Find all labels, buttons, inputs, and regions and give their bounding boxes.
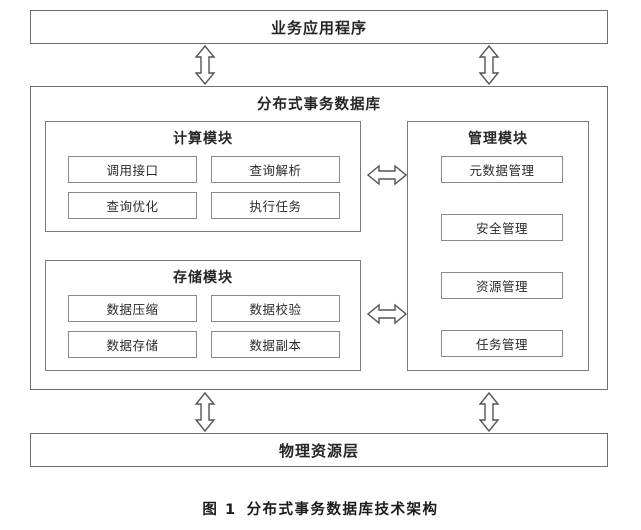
layer-business-application-label: 业务应用程序 <box>270 18 367 37</box>
connector-storage-to-management <box>367 302 407 326</box>
cell-storage-data-compression[interactable]: 数据压缩 <box>68 295 197 322</box>
cell-storage-data-verification[interactable]: 数据校验 <box>211 295 340 322</box>
cell-management-task[interactable]: 任务管理 <box>441 330 563 357</box>
connector-compute-to-management <box>367 163 407 187</box>
cell-compute-query-optimize-label: 查询优化 <box>106 199 159 214</box>
distributed-transaction-database-container: 分布式事务数据库 计算模块 调用接口 查询解析 查询优化 执行任务 存储模块 数… <box>30 86 608 390</box>
layer-physical-resource: 物理资源层 <box>30 433 608 467</box>
distributed-transaction-database-title: 分布式事务数据库 <box>257 97 381 113</box>
cell-storage-data-storage-label: 数据存储 <box>106 338 159 353</box>
module-storage-title: 存储模块 <box>173 270 233 286</box>
cell-compute-call-interface-label: 调用接口 <box>106 163 159 178</box>
layer-business-application: 业务应用程序 <box>30 10 608 44</box>
connector-app-to-db-right <box>477 45 501 85</box>
cell-compute-query-optimize[interactable]: 查询优化 <box>68 192 197 219</box>
cell-compute-query-parse[interactable]: 查询解析 <box>211 156 340 183</box>
cell-compute-call-interface[interactable]: 调用接口 <box>68 156 197 183</box>
cell-management-task-label: 任务管理 <box>475 337 528 352</box>
connector-db-to-physical-left <box>193 392 217 432</box>
cell-management-resource-label: 资源管理 <box>475 279 528 294</box>
figure-caption-number: 图 1 <box>202 502 237 518</box>
figure-caption-text: 分布式事务数据库技术架构 <box>246 502 439 518</box>
cell-management-metadata-label: 元数据管理 <box>469 163 535 178</box>
module-storage: 存储模块 数据压缩 数据校验 数据存储 数据副本 <box>45 260 361 371</box>
connector-app-to-db-left <box>193 45 217 85</box>
cell-compute-query-parse-label: 查询解析 <box>249 163 302 178</box>
figure-caption: 图 1 分布式事务数据库技术架构 <box>0 498 641 519</box>
cell-management-security[interactable]: 安全管理 <box>441 214 563 241</box>
cell-management-resource[interactable]: 资源管理 <box>441 272 563 299</box>
cell-storage-data-storage[interactable]: 数据存储 <box>68 331 197 358</box>
cell-storage-data-replica[interactable]: 数据副本 <box>211 331 340 358</box>
module-compute: 计算模块 调用接口 查询解析 查询优化 执行任务 <box>45 121 361 232</box>
module-management-title: 管理模块 <box>468 131 528 147</box>
layer-physical-resource-label: 物理资源层 <box>278 441 359 460</box>
cell-compute-execute-task[interactable]: 执行任务 <box>211 192 340 219</box>
cell-storage-data-compression-label: 数据压缩 <box>106 302 159 317</box>
cell-management-security-label: 安全管理 <box>475 221 528 236</box>
module-management: 管理模块 元数据管理 安全管理 资源管理 任务管理 <box>407 121 589 371</box>
cell-storage-data-verification-label: 数据校验 <box>249 302 302 317</box>
cell-storage-data-replica-label: 数据副本 <box>249 338 302 353</box>
connector-db-to-physical-right <box>477 392 501 432</box>
cell-compute-execute-task-label: 执行任务 <box>249 199 302 214</box>
module-compute-title: 计算模块 <box>173 131 233 147</box>
cell-management-metadata[interactable]: 元数据管理 <box>441 156 563 183</box>
